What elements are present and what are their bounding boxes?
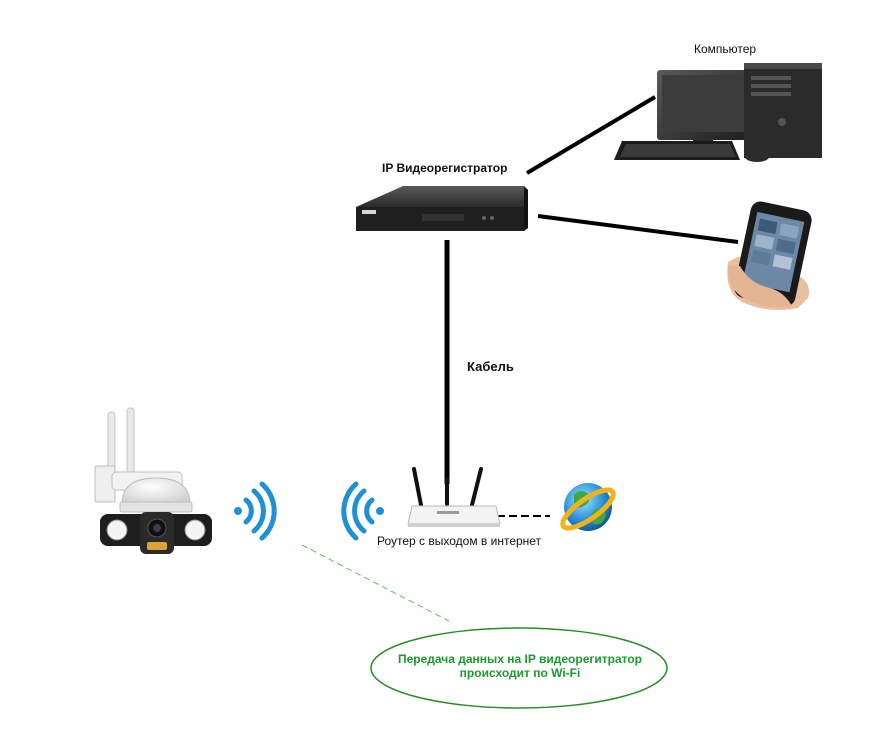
wifi-note-line2: происходит по Wi-Fi bbox=[459, 666, 581, 680]
wifi-note: Передача данных на IP видеорегитратор пр… bbox=[372, 652, 668, 680]
router-icon bbox=[407, 467, 501, 527]
wifi-note-line1: Передача данных на IP видеорегитратор bbox=[397, 652, 643, 666]
router-label: Роутер с выходом в интернет bbox=[377, 534, 542, 548]
computer-label: Компьютер bbox=[694, 42, 757, 56]
nvr-phone-link bbox=[537, 214, 739, 244]
globe-icon bbox=[560, 483, 616, 531]
smartphone-icon bbox=[727, 201, 812, 310]
computer-icon bbox=[614, 63, 822, 162]
note-bubble bbox=[370, 627, 668, 709]
cable-label: Кабель bbox=[467, 359, 514, 374]
nvr-icon bbox=[356, 186, 528, 231]
nvr-label: IP Видеорегистратор bbox=[382, 161, 508, 175]
wifi-signal-icon bbox=[341, 481, 384, 541]
note-pointer-line bbox=[301, 544, 450, 622]
wifi-signal-icon bbox=[234, 481, 277, 541]
nvr-computer-link bbox=[525, 95, 657, 175]
ip-camera-icon bbox=[94, 407, 212, 554]
